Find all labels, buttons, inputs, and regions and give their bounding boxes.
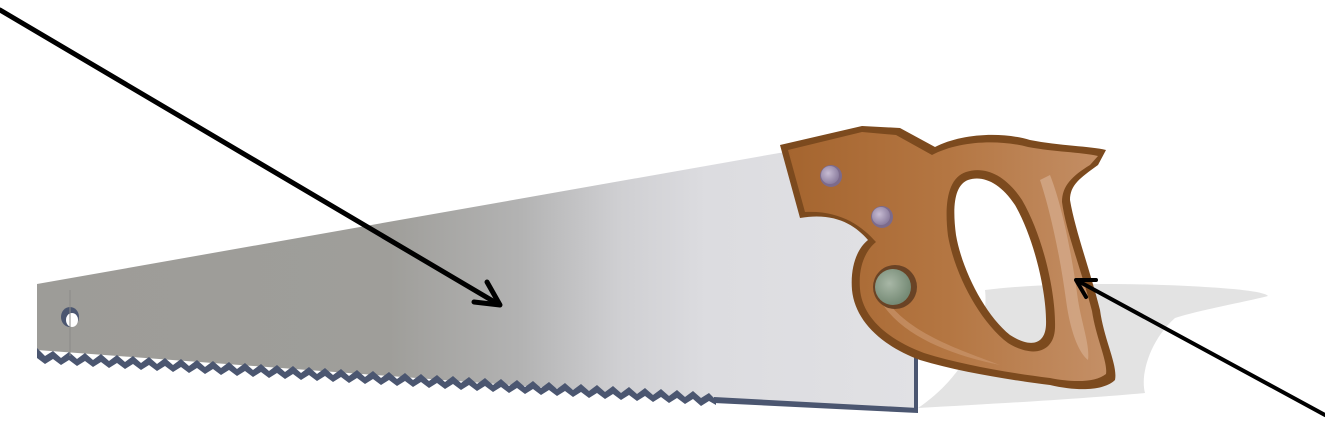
saw-blade <box>37 152 918 413</box>
handle-face <box>788 132 1107 382</box>
saw-teeth <box>37 348 716 406</box>
rivet-middle <box>871 206 893 228</box>
grip-highlight <box>1040 175 1089 360</box>
handle-pointer-arrow <box>1074 278 1325 417</box>
blade-body <box>37 152 918 412</box>
saw-handle <box>780 126 1116 390</box>
hang-hole <box>61 290 79 356</box>
blade-pointer-arrow <box>0 7 503 308</box>
rivet-top <box>820 165 842 187</box>
rivet-large <box>873 265 917 309</box>
blade-heel-edge <box>714 397 918 413</box>
